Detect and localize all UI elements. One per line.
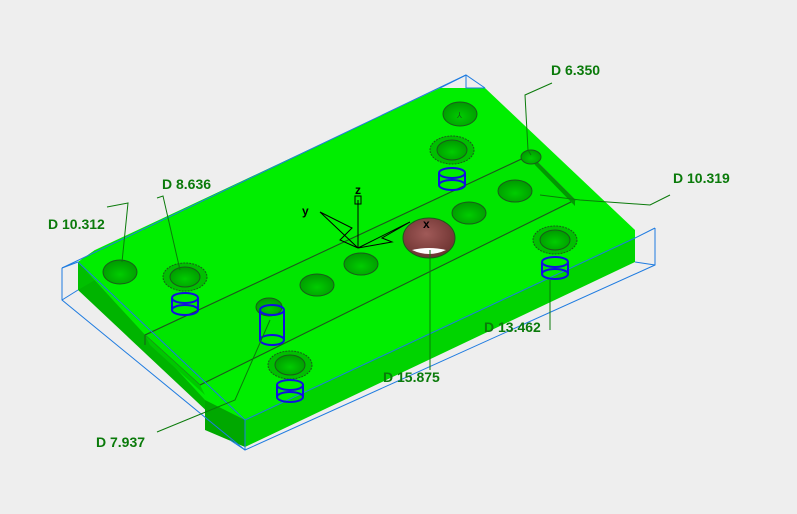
counterbore-hole[interactable] [102, 259, 138, 285]
selected-through-hole[interactable] [402, 217, 456, 259]
leader-lines [106, 82, 671, 433]
dimension-label-13462[interactable]: D 13.462 [484, 319, 541, 335]
slot-hole[interactable] [299, 273, 335, 297]
slot-hole[interactable] [451, 201, 487, 225]
bounding-box [61, 74, 656, 451]
coordinate-triad [319, 195, 411, 249]
dimension-label-7937[interactable]: D 7.937 [96, 434, 146, 450]
counterbore-hole[interactable] [532, 225, 578, 255]
triad-y-label: y [302, 204, 309, 218]
slot-hole[interactable] [497, 179, 533, 203]
feature-cylinder[interactable] [276, 379, 304, 403]
feature-cylinder[interactable] [438, 167, 466, 191]
dimension-label-10312[interactable]: D 10.312 [48, 216, 105, 232]
dimension-label-8636[interactable]: D 8.636 [162, 176, 212, 192]
slot-hole[interactable] [343, 252, 379, 276]
plate-front-chamfer [205, 400, 245, 447]
feature-cylinder[interactable] [259, 304, 285, 346]
counterbore-hole[interactable] [429, 135, 475, 165]
dimension-label-6350[interactable]: D 6.350 [551, 62, 601, 78]
feature-cylinder[interactable] [541, 256, 569, 280]
triad-x-label: x [423, 217, 430, 231]
dimension-label-15875[interactable]: D 15.875 [383, 369, 440, 385]
counterbore-hole[interactable]: ⅄ [442, 101, 478, 127]
counterbore-hole[interactable] [162, 262, 208, 292]
dimension-label-10319[interactable]: D 10.319 [673, 170, 730, 186]
feature-cylinder[interactable] [171, 292, 199, 316]
counterbore-hole[interactable] [267, 350, 313, 380]
svg-text:⅄: ⅄ [456, 111, 462, 120]
plate-front-right-face [245, 238, 635, 447]
triad-z-label: z [355, 183, 361, 197]
small-boss-hole[interactable] [520, 149, 542, 165]
